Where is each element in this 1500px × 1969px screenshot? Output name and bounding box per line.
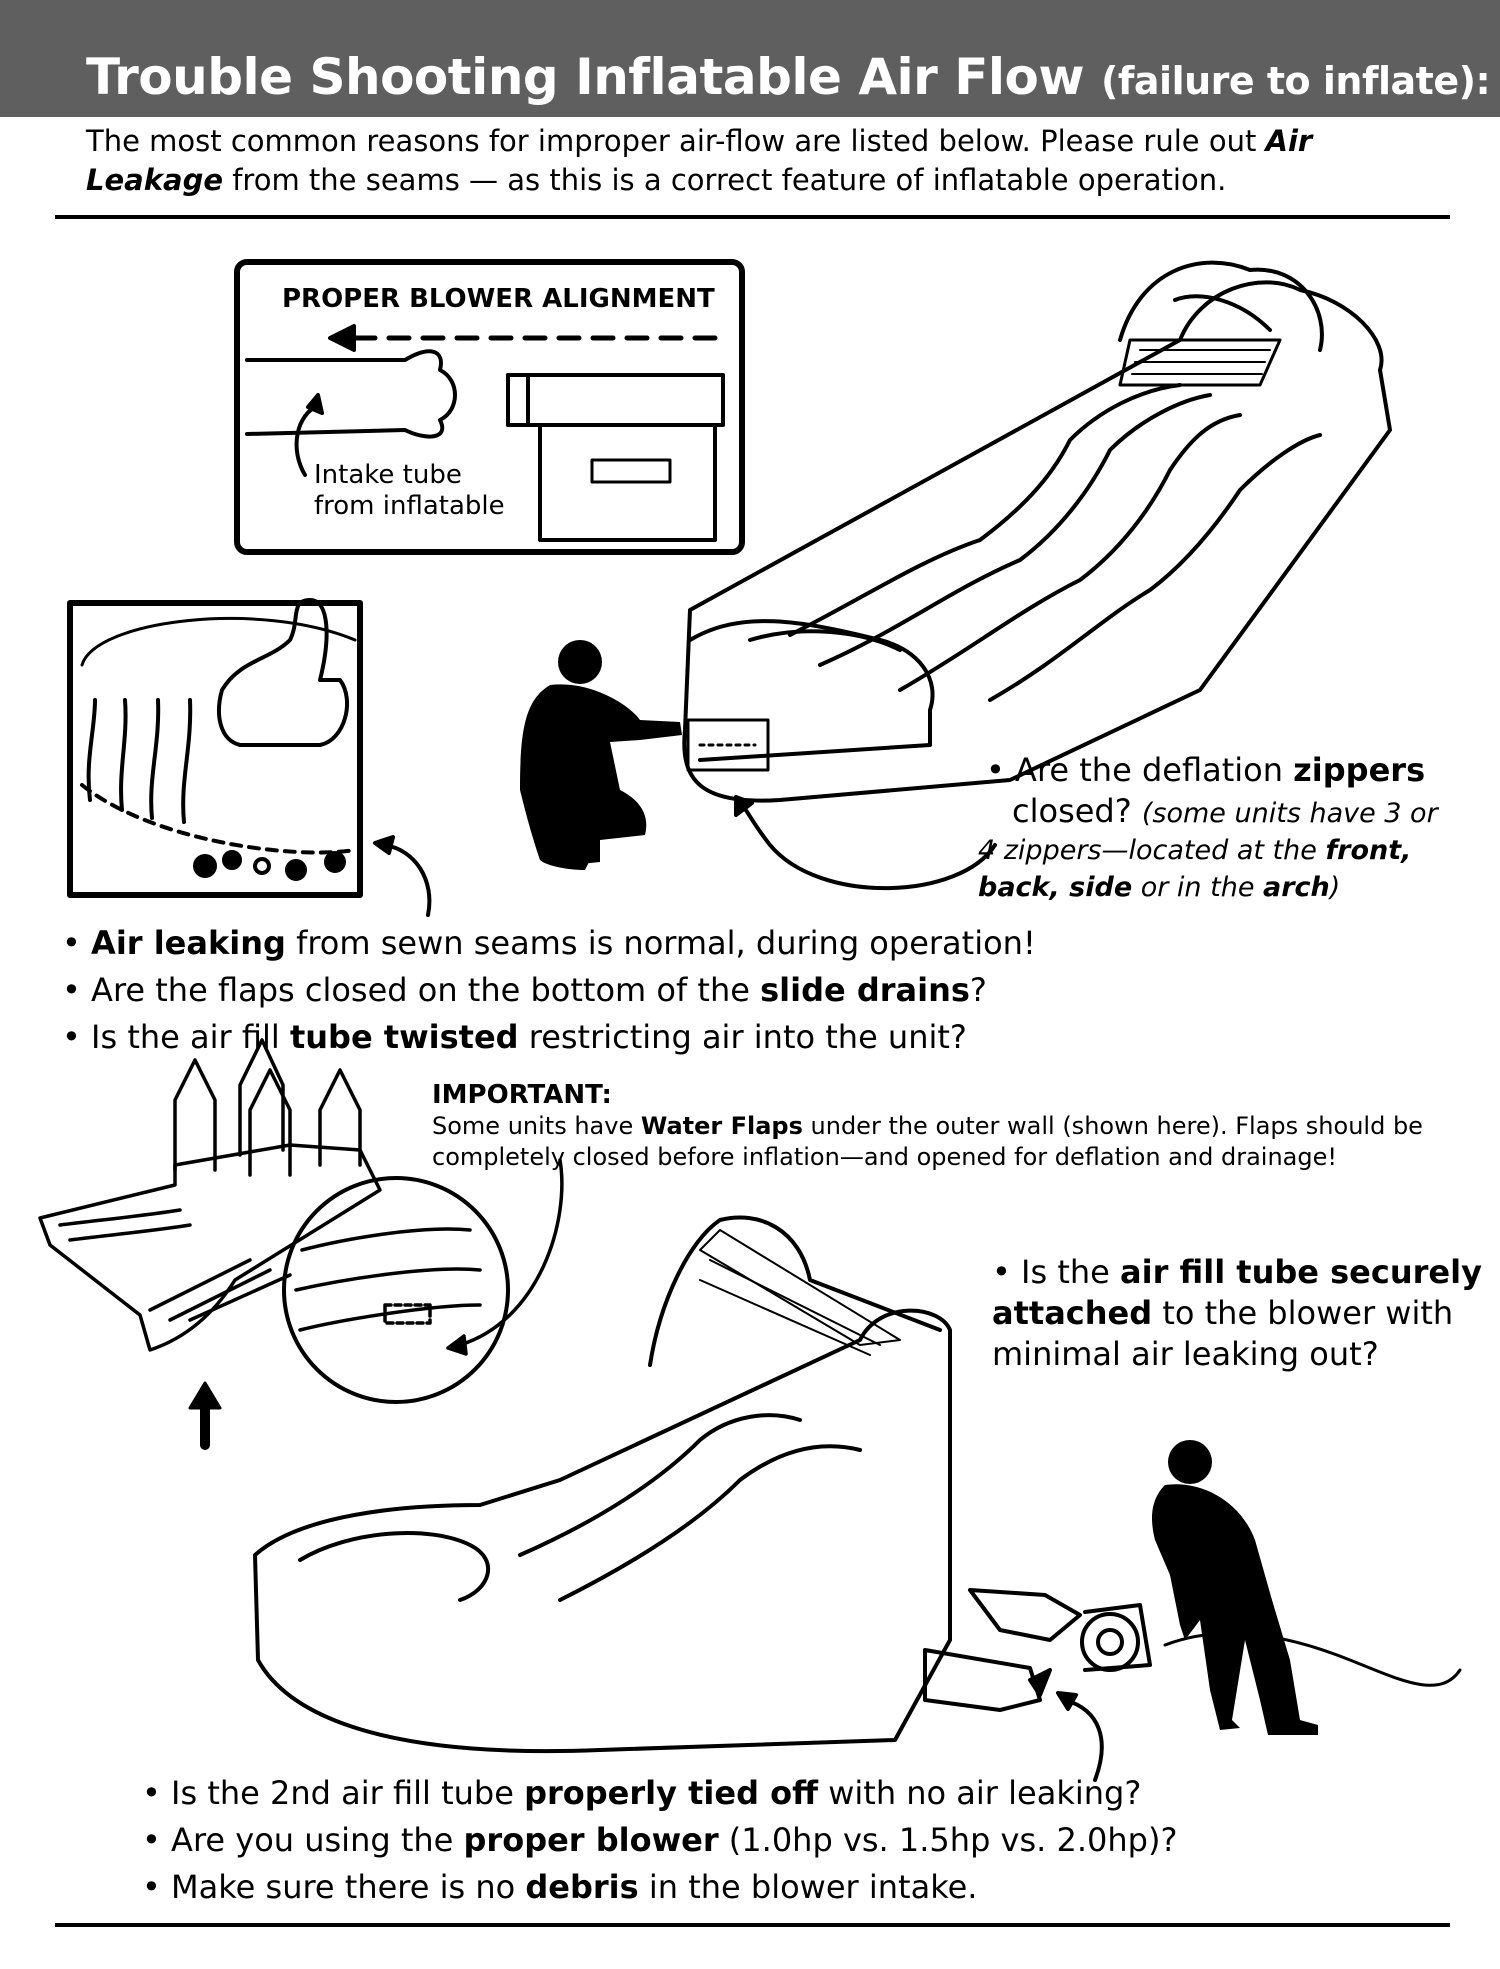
important-note: IMPORTANT: Some units have Water Flaps u… bbox=[432, 1080, 1492, 1173]
intake-label-line2: from inflatable bbox=[314, 491, 505, 521]
bullet-text: Are you using the bbox=[171, 1821, 464, 1859]
blower-alignment-title: PROPER BLOWER ALIGNMENT bbox=[282, 284, 715, 314]
water-slide-top bbox=[682, 280, 1392, 803]
bullet-item: • Air leaking from sewn seams is normal,… bbox=[62, 920, 1036, 967]
bullet-bold: Air leaking bbox=[91, 924, 286, 962]
intro-text: The most common reasons for improper air… bbox=[86, 122, 1446, 200]
bullet-text: restricting air into the unit? bbox=[518, 1018, 967, 1056]
bullet-item: • Is the 2nd air fill tube properly tied… bbox=[142, 1770, 1177, 1817]
bullet: • bbox=[62, 924, 81, 962]
zipper-pointer bbox=[738, 802, 997, 891]
intro-part-2: from the seams — as this is a correct fe… bbox=[223, 163, 1227, 197]
zip-note-4: ) bbox=[1329, 872, 1341, 903]
bullet-text: in the blower intake. bbox=[638, 1868, 978, 1906]
blower-fan-icon bbox=[1080, 1612, 1140, 1672]
intro-emphasis: Air Leakage bbox=[86, 124, 1313, 197]
bullet: • bbox=[992, 1253, 1011, 1291]
thumbs-up-icon bbox=[217, 598, 350, 747]
tied-tube-pointer bbox=[1063, 1698, 1104, 1782]
bullet-bold: proper blower bbox=[463, 1821, 719, 1859]
important-heading: IMPORTANT: bbox=[432, 1080, 612, 1110]
important-text-1: Some units have bbox=[432, 1112, 641, 1140]
bullet-text: Make sure there is no bbox=[171, 1868, 526, 1906]
bullet: • bbox=[62, 1018, 81, 1056]
attach-text-1: Is the bbox=[1021, 1253, 1121, 1291]
top-divider bbox=[55, 215, 1450, 219]
seam-leak-panel bbox=[67, 600, 363, 898]
flap-pointer bbox=[458, 1158, 564, 1347]
zip-note-1: (some units have 3 or bbox=[1141, 798, 1438, 829]
bullet-bold: tube twisted bbox=[289, 1018, 519, 1056]
bottom-bullet-list: • Is the 2nd air fill tube properly tied… bbox=[142, 1770, 1177, 1911]
bullet-bold: debris bbox=[525, 1868, 639, 1906]
bullet: • bbox=[142, 1774, 161, 1812]
kneeling-person-silhouette bbox=[520, 640, 682, 870]
bullet-text: Is the 2nd air fill tube bbox=[171, 1774, 525, 1812]
intake-tube-icon bbox=[245, 349, 457, 439]
bullet-text: Are the flaps closed on the bottom of th… bbox=[91, 971, 761, 1009]
airflow-arrow-head bbox=[328, 324, 356, 352]
air-fill-tube-2 bbox=[923, 1648, 1042, 1712]
title-sub: (failure to inflate): bbox=[1101, 59, 1491, 103]
bottom-divider bbox=[55, 1923, 1450, 1927]
bullet-item: • Are the flaps closed on the bottom of … bbox=[62, 967, 1036, 1014]
castle-bouncer-illustration bbox=[38, 1038, 564, 1450]
zip-text-1: Are the deflation bbox=[1015, 751, 1294, 789]
zip-note-3: or in the bbox=[1132, 872, 1264, 903]
blower-alignment-panel bbox=[234, 259, 745, 555]
attach-bold: air fill tube securely attached bbox=[992, 1253, 1482, 1332]
intake-tube-label: Intake tube from inflatable bbox=[314, 460, 505, 522]
zip-note-bold-1: front, bbox=[1325, 835, 1412, 866]
bullet-text: ? bbox=[969, 971, 987, 1009]
title-main: Trouble Shooting Inflatable Air Flow bbox=[86, 48, 1085, 106]
bullet-item: • Is the air fill tube twisted restricti… bbox=[62, 1014, 1036, 1061]
magnify-circle bbox=[282, 1176, 510, 1404]
zip-note-bold-3: arch bbox=[1263, 872, 1330, 903]
important-text-2: under the outer wall (shown here). Flaps… bbox=[432, 1112, 1423, 1171]
blower-top bbox=[506, 373, 725, 427]
blower-box-icon bbox=[538, 423, 717, 542]
bullet-item: • Make sure there is no debris in the bl… bbox=[142, 1864, 1177, 1911]
zip-note-2: 4 zippers—located at the bbox=[978, 835, 1326, 866]
bullet-text: Is the air fill bbox=[91, 1018, 290, 1056]
zip-note-bold-2: back, side bbox=[978, 872, 1133, 903]
bullet: • bbox=[142, 1868, 161, 1906]
attach-text-2: to the blower with minimal air leaking o… bbox=[992, 1294, 1454, 1373]
water-slide-bottom bbox=[253, 1215, 1462, 1782]
intake-label-line1: Intake tube bbox=[314, 460, 462, 490]
page-title: Trouble Shooting Inflatable Air Flow (fa… bbox=[86, 48, 1491, 106]
zip-text-2: closed? bbox=[1012, 792, 1132, 830]
zippers-callout: • Are the deflation zippers closed? (som… bbox=[978, 750, 1496, 906]
intro-part-1: The most common reasons for improper air… bbox=[86, 124, 1266, 158]
bullet-text: from sewn seams is normal, during operat… bbox=[285, 924, 1036, 962]
middle-bullet-list: • Air leaking from sewn seams is normal,… bbox=[62, 920, 1036, 1061]
header-bar bbox=[0, 0, 1500, 117]
bullet: • bbox=[62, 971, 81, 1009]
bullet-text: with no air leaking? bbox=[818, 1774, 1142, 1812]
bullet-text: (1.0hp vs. 1.5hp vs. 2.0hp)? bbox=[718, 1821, 1178, 1859]
seam-pointer bbox=[383, 843, 432, 917]
important-bold: Water Flaps bbox=[640, 1112, 803, 1140]
bullet-item: • Are you using the proper blower (1.0hp… bbox=[142, 1817, 1177, 1864]
air-fill-tube-1 bbox=[968, 1588, 1082, 1642]
standing-person-silhouette bbox=[1152, 1440, 1318, 1735]
escaping-air-lines bbox=[86, 698, 193, 824]
bullet: • bbox=[986, 751, 1005, 789]
zipper-panel bbox=[686, 718, 770, 772]
zip-bold-1: zippers bbox=[1293, 751, 1426, 789]
air-tube-attach-callout: • Is the air fill tube securely attached… bbox=[992, 1252, 1492, 1375]
bullet: • bbox=[142, 1821, 161, 1859]
bullet-bold: slide drains bbox=[760, 971, 970, 1009]
bullet-bold: properly tied off bbox=[524, 1774, 819, 1812]
